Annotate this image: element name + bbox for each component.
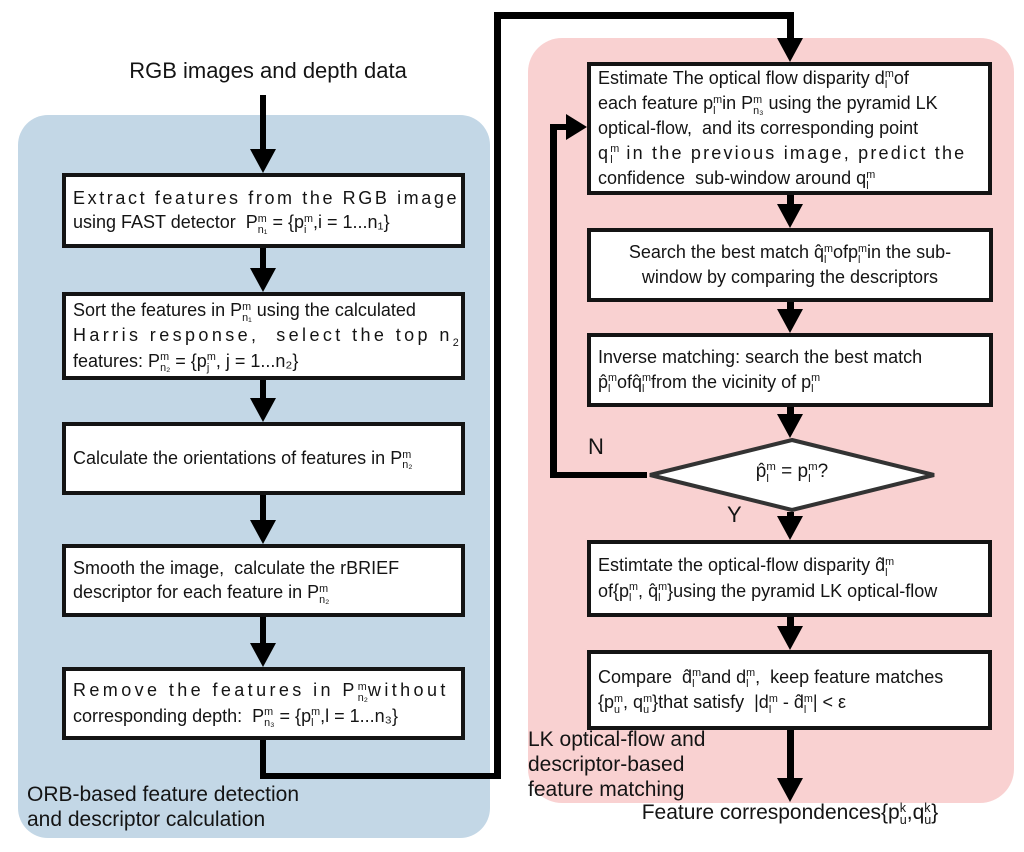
arrowhead-into-p1 [777,38,803,62]
arrowhead-b1-b2 [250,268,276,292]
arrowhead-output [777,778,803,802]
node-calc-orientations: Calculate the orientations of features i… [62,422,465,495]
arrowhead-b4-b5 [250,643,276,667]
connector-b4-b5-stem [260,617,266,643]
arrowhead-input [250,149,276,173]
connector-wrap-down [260,740,266,779]
arrowhead-b2-b3 [250,398,276,422]
arrowhead-feedback-into-p1 [566,114,587,140]
connector-p3-diamond-stem [787,407,794,414]
label-decision-no: N [588,434,604,459]
label-decision-yes: Y [727,502,742,527]
arrowhead-p4-p5 [777,626,803,650]
diamond-shape [649,437,935,513]
decision-diamond [647,437,937,513]
label-input-rgb-depth: RGB images and depth data [129,58,407,83]
connector-wrap-right [260,773,501,779]
arrowhead-p3-diamond [777,414,803,438]
node-estimate-disparity-hat: Estimtate the optical-flow disparity d̂m… [587,540,992,617]
connector-feedback-bottom [553,472,647,478]
connector-wrap-entry-stem [787,19,794,38]
connector-b2-b3-stem [260,380,266,398]
connector-input-stem [260,95,266,149]
arrowhead-b3-b4 [250,520,276,544]
connector-feedback-entry [550,124,566,130]
connector-b1-b2-stem [260,248,266,268]
arrowhead-diamond-p4 [777,516,803,540]
connector-wrap-top [494,12,794,19]
connector-wrap-riser [494,12,501,779]
arrowhead-p1-p2 [777,204,803,228]
connector-feedback-riser [550,124,557,478]
connector-p4-p5-stem [787,617,794,626]
connector-p1-p2-stem [787,195,794,204]
connector-diamond-p4-stem [787,512,794,516]
connector-b3-b4-stem [260,495,266,520]
connector-output-stem [787,730,794,778]
connector-p2-p3-stem [787,302,794,309]
arrowhead-p2-p3 [777,309,803,333]
